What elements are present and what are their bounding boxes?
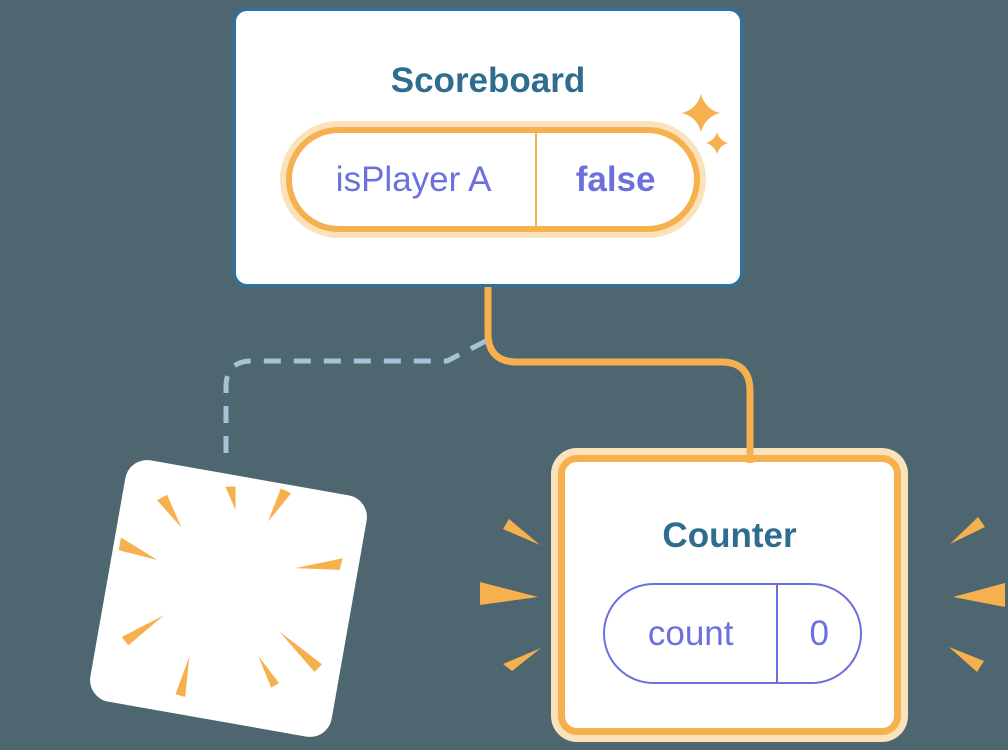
destroy-burst-icon xyxy=(118,486,343,697)
burst-ray-icon xyxy=(121,615,165,646)
spark-wedge-icon xyxy=(953,583,1005,607)
spark-wedge-icon xyxy=(950,517,985,544)
spark-wedge-icon xyxy=(503,648,541,671)
spark-wedge-icon xyxy=(949,647,984,672)
state-value: 0 xyxy=(809,613,829,653)
state-label: count xyxy=(605,585,779,682)
burst-ray-icon xyxy=(258,656,280,688)
burst-ray-icon xyxy=(279,631,323,673)
solid-connector-line xyxy=(484,285,754,452)
burst-ray-icon xyxy=(175,656,190,697)
burst-ray-icon xyxy=(157,494,182,528)
scoreboard-title: Scoreboard xyxy=(390,61,586,100)
burst-ray-icon xyxy=(295,558,343,570)
state-value: false xyxy=(575,159,656,199)
scoreboard-card: Scoreboard isPlayer A false xyxy=(233,8,743,287)
spark-wedge-icon xyxy=(480,582,538,605)
dashed-connector-line xyxy=(223,338,488,459)
destroyed-component-card xyxy=(86,456,371,741)
burst-ray-icon xyxy=(118,537,158,561)
state-label: isPlayer A xyxy=(292,133,538,226)
counter-card-inner: Counter count 0 xyxy=(558,455,901,735)
spark-wedge-icon xyxy=(503,519,540,545)
scoreboard-state-pill: isPlayer A false xyxy=(286,127,700,232)
counter-title: Counter xyxy=(662,516,797,555)
burst-ray-icon xyxy=(267,488,292,522)
burst-ray-icon xyxy=(225,486,236,510)
counter-card: Counter count 0 xyxy=(551,448,908,742)
counter-state-pill: count 0 xyxy=(603,583,862,684)
